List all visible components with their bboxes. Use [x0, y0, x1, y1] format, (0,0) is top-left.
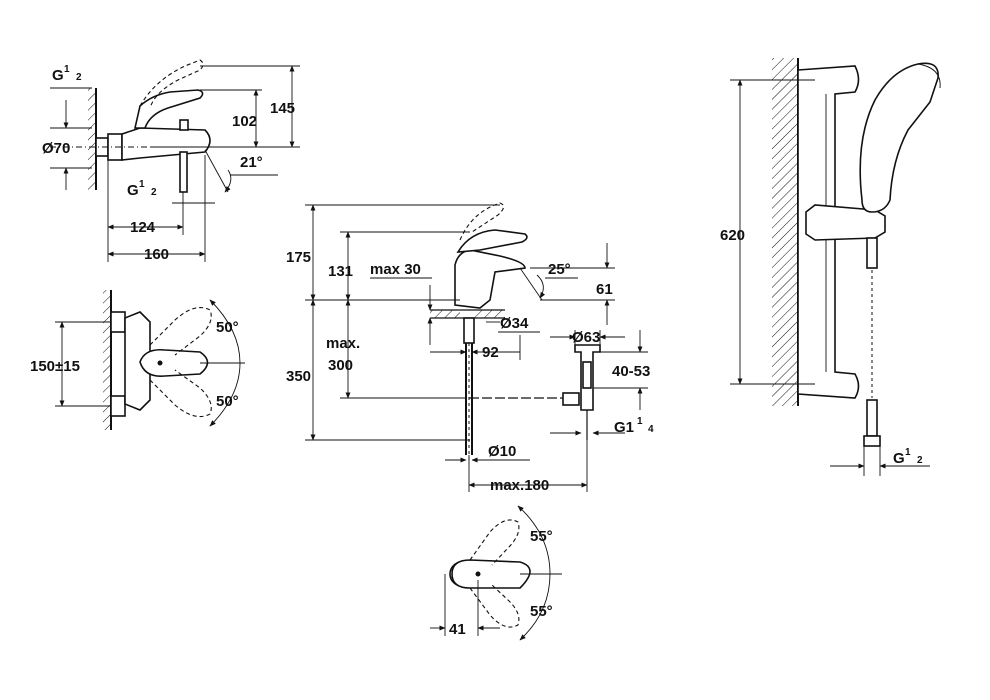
basin-lever [456, 229, 528, 253]
dim-175-label: 175 [286, 249, 311, 266]
diameter-10-label: Ø10 [488, 443, 516, 460]
dim-61-label: 61 [596, 281, 613, 298]
diameter-70-label: Ø70 [42, 140, 70, 157]
dim-40-53-label: 40-53 [612, 363, 650, 380]
dim-max180-label: max.180 [490, 477, 549, 494]
basin-mixer-top-view: 55° 55° 41 [430, 505, 562, 641]
angle-21-label: 21° [240, 154, 263, 171]
angle-bottom-50-label: 50° [216, 393, 239, 410]
shower-thread-label: G [893, 450, 905, 467]
thread-waste-label: G1 [614, 419, 634, 436]
diameter-63-label: Ø63 [572, 329, 600, 346]
thread-top-sub: 2 [76, 72, 82, 83]
dim-41-label: 41 [449, 621, 466, 638]
dim-max30-label: max 30 [370, 261, 421, 278]
diameter-34-label: Ø34 [500, 315, 529, 332]
thread-bottom-sup: 1 [139, 179, 145, 190]
thread-bottom-sub: 2 [151, 187, 157, 198]
angle-25-label: 25° [548, 261, 571, 278]
angle-top-50-label: 50° [216, 319, 239, 336]
angle-bottom-55-label: 55° [530, 603, 553, 620]
thread-top-sup: 1 [64, 64, 70, 75]
dim-620-label: 620 [720, 227, 745, 244]
front-lever [139, 348, 209, 378]
lever-handle [133, 89, 204, 129]
basin-mixer-body [454, 249, 526, 309]
shower-wall-hatch [772, 58, 798, 406]
dim-max-label: max. [326, 335, 360, 352]
bath-mixer-side-view: G 1 2 Ø70 G 1 2 102 145 21° 124 160 [42, 59, 300, 263]
dim-160-label: 160 [144, 246, 169, 263]
shower-thread-sub: 2 [917, 455, 923, 466]
dim-350-label: 350 [286, 368, 311, 385]
dim-300-label: 300 [328, 357, 353, 374]
rail-slider [805, 204, 886, 241]
wall-hatch-front [103, 290, 111, 430]
thread-top-label: G [52, 67, 64, 84]
bath-mixer-front-view: 150±15 50° 50° [30, 290, 245, 430]
dim-102-label: 102 [232, 113, 257, 130]
thread-bottom-label: G [127, 182, 139, 199]
dim-124-label: 124 [130, 219, 156, 236]
thread-waste-sup: 1 [637, 416, 643, 427]
wall-hatch [88, 88, 96, 190]
thread-waste-sub: 4 [648, 424, 654, 435]
basin-mixer-side-view: 175 131 max 30 25° 61 Ø34 Ø63 92 max. 30… [286, 202, 654, 494]
dim-145-label: 145 [270, 100, 295, 117]
dim-131-label: 131 [328, 263, 353, 280]
angle-top-55-label: 55° [530, 528, 553, 545]
top-lever [451, 559, 531, 589]
shower-thread-sup: 1 [905, 447, 911, 458]
dim-92-label: 92 [482, 344, 499, 361]
mixer-body [121, 127, 211, 161]
hand-shower [859, 62, 939, 213]
shower-rail-view: 620 G 1 2 [720, 58, 941, 476]
dim-150-label: 150±15 [30, 358, 80, 375]
